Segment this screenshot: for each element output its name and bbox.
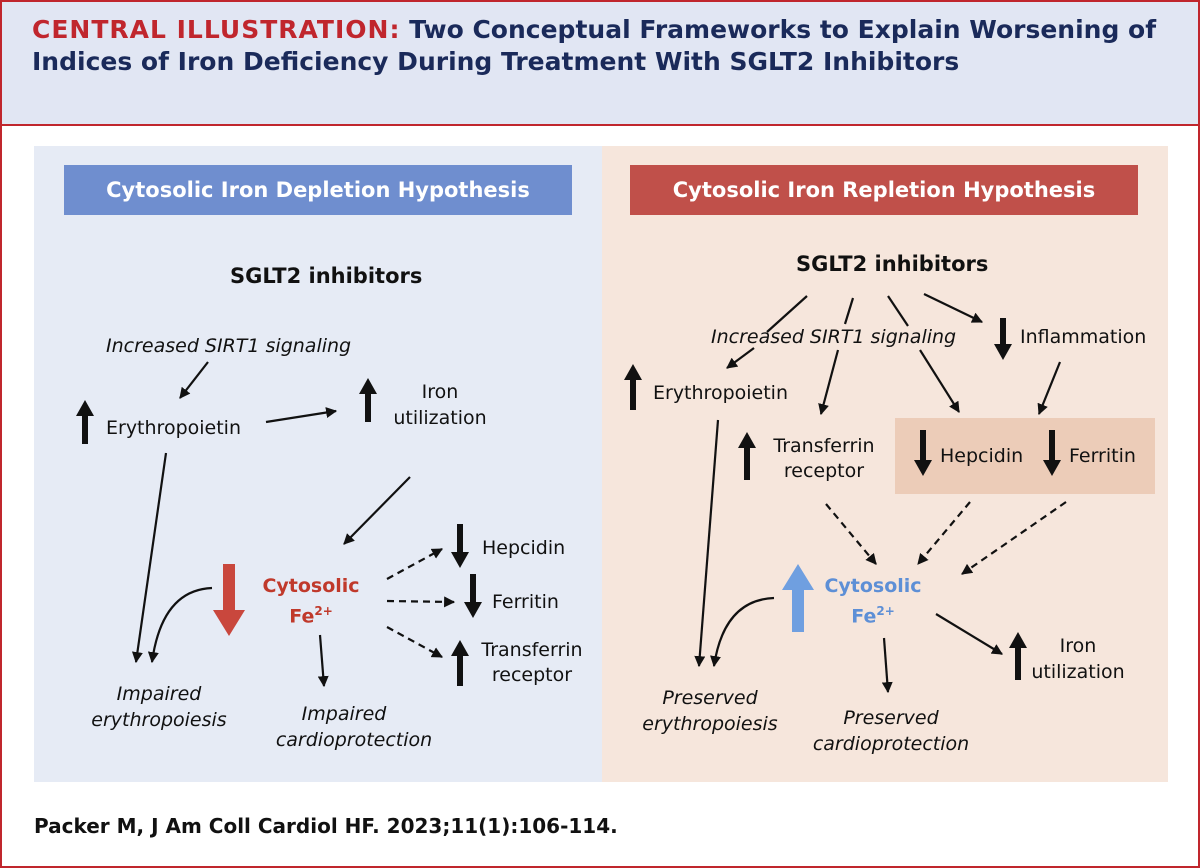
arrow-cyto-to-preserved-cardio (881, 637, 893, 694)
right-preserved-cardio-line1: Preserved (843, 707, 939, 729)
arrow-cyto-to-tfr (386, 626, 443, 658)
arrow-cyto-to-ferritin (386, 596, 456, 608)
arrow-sirt1-to-epo (179, 361, 209, 399)
left-impaired-ery-line2: erythropoiesis (91, 709, 227, 731)
right-hepcidin-label: Hepcidin (940, 445, 1024, 467)
left-cytosolic-line2: Fe2+ (258, 599, 364, 628)
left-fe-symbol: Fe (289, 605, 315, 628)
arrow-cyto-to-hepcidin (386, 548, 443, 580)
arrow-curved-to-impaired-ery (147, 586, 213, 664)
arrow-tfr-to-cyto (825, 503, 877, 565)
left-sirt1-label: Increased SIRT1 signaling (106, 335, 352, 357)
left-erythropoietin-label: Erythropoietin (106, 417, 241, 439)
up-arrow-tfr (451, 640, 469, 686)
arrow-sirt1-to-tfr (818, 349, 840, 416)
down-arrow-hepcidin (451, 524, 469, 568)
up-arrow-ironutil (359, 378, 377, 422)
down-arrow-inflammation (994, 318, 1012, 360)
down-arrow-ferritin (464, 574, 482, 618)
left-tfr-line1: Transferrin (481, 639, 583, 661)
arrow-ferritin-to-cyto (961, 501, 1067, 575)
right-fe-symbol: Fe (851, 605, 877, 628)
arrow-epo-to-impaired-ery (131, 452, 168, 664)
right-erythropoietin-label: Erythropoietin (653, 382, 788, 404)
hepcidin-ferritin-box (895, 418, 1155, 494)
arrow-sglt2-to-sirt1 (766, 295, 808, 333)
arrow-ironutil-to-cyto (343, 476, 411, 545)
arrow-sglt2-to-hepcidin (887, 295, 909, 327)
left-sglt2-label: SGLT2 inhibitors (230, 264, 423, 288)
up-arrow-epo-right (624, 364, 642, 410)
arrow-sglt2-to-inflammation (923, 293, 983, 323)
left-hepcidin-label: Hepcidin (482, 537, 566, 559)
right-tfr-line1: Transferrin (773, 435, 875, 457)
right-fe-charge: 2+ (876, 604, 895, 618)
depletion-hypothesis-title: Cytosolic Iron Depletion Hypothesis (64, 165, 572, 215)
right-ironutil-line2: utilization (1031, 661, 1125, 683)
arrow-sirt1-to-hepcidin (919, 349, 960, 413)
up-arrow-ironutil-right (1009, 632, 1027, 680)
right-preserved-ery-line1: Preserved (662, 687, 758, 709)
left-ironutil-line2: utilization (393, 407, 487, 429)
arrow-sirt1-to-epo-right (726, 347, 755, 369)
arrow-cyto-to-ironutil (935, 613, 1003, 655)
arrow-epo-to-preserved-ery (694, 419, 720, 668)
left-impaired-ery-line1: Impaired (116, 683, 202, 705)
right-preserved-cardio-line2: cardioprotection (812, 733, 970, 755)
left-tfr-line2: receptor (491, 664, 573, 686)
right-inflammation-label: Inflammation (1020, 326, 1147, 348)
right-sirt1-label: Increased SIRT1 signaling (711, 326, 957, 348)
right-tfr-line2: receptor (783, 460, 865, 482)
left-impaired-cardio-line2: cardioprotection (275, 729, 433, 751)
right-cytosolic-line1: Cytosolic (824, 575, 922, 597)
arrow-curved-to-preserved-ery (710, 596, 775, 668)
figure-title: CENTRAL ILLUSTRATION: Two Conceptual Fra… (32, 14, 1162, 78)
arrow-cyto-to-impaired-cardio (317, 634, 329, 688)
left-cytosolic-line1: Cytosolic (262, 575, 360, 597)
citation: Packer M, J Am Coll Cardiol HF. 2023;11(… (34, 814, 618, 838)
header-banner: CENTRAL ILLUSTRATION: Two Conceptual Fra… (2, 2, 1198, 126)
right-ironutil-line1: Iron (1059, 635, 1097, 657)
left-fe-charge: 2+ (314, 604, 333, 618)
right-sglt2-label: SGLT2 inhibitors (796, 252, 989, 276)
arrow-inflammation-to-ferritin (1037, 361, 1062, 416)
down-arrow-hepcidin-right (914, 430, 932, 476)
left-ironutil-line1: Iron (421, 381, 459, 403)
title-lead: CENTRAL ILLUSTRATION: (32, 15, 401, 44)
right-ferritin-label: Ferritin (1069, 445, 1136, 467)
down-arrow-ferritin-right (1043, 430, 1061, 476)
cytosolic-repletion-arrow (782, 564, 814, 632)
right-cytosolic-line2: Fe2+ (820, 599, 926, 628)
cytosolic-depletion-arrow (213, 564, 245, 636)
right-preserved-ery-line2: erythropoiesis (642, 713, 778, 735)
up-arrow-epo (76, 400, 94, 444)
left-impaired-cardio-line1: Impaired (301, 703, 387, 725)
title-text: Two Conceptual Frameworks to Explain Wor… (32, 15, 1157, 76)
arrow-hepcidin-to-cyto (917, 501, 971, 565)
left-ferritin-label: Ferritin (492, 591, 559, 613)
repletion-hypothesis-title: Cytosolic Iron Repletion Hypothesis (630, 165, 1138, 215)
arrow-epo-to-ironutil (265, 407, 338, 424)
up-arrow-tfr-right (738, 432, 756, 480)
arrow-sglt2-to-tfr (843, 297, 855, 325)
